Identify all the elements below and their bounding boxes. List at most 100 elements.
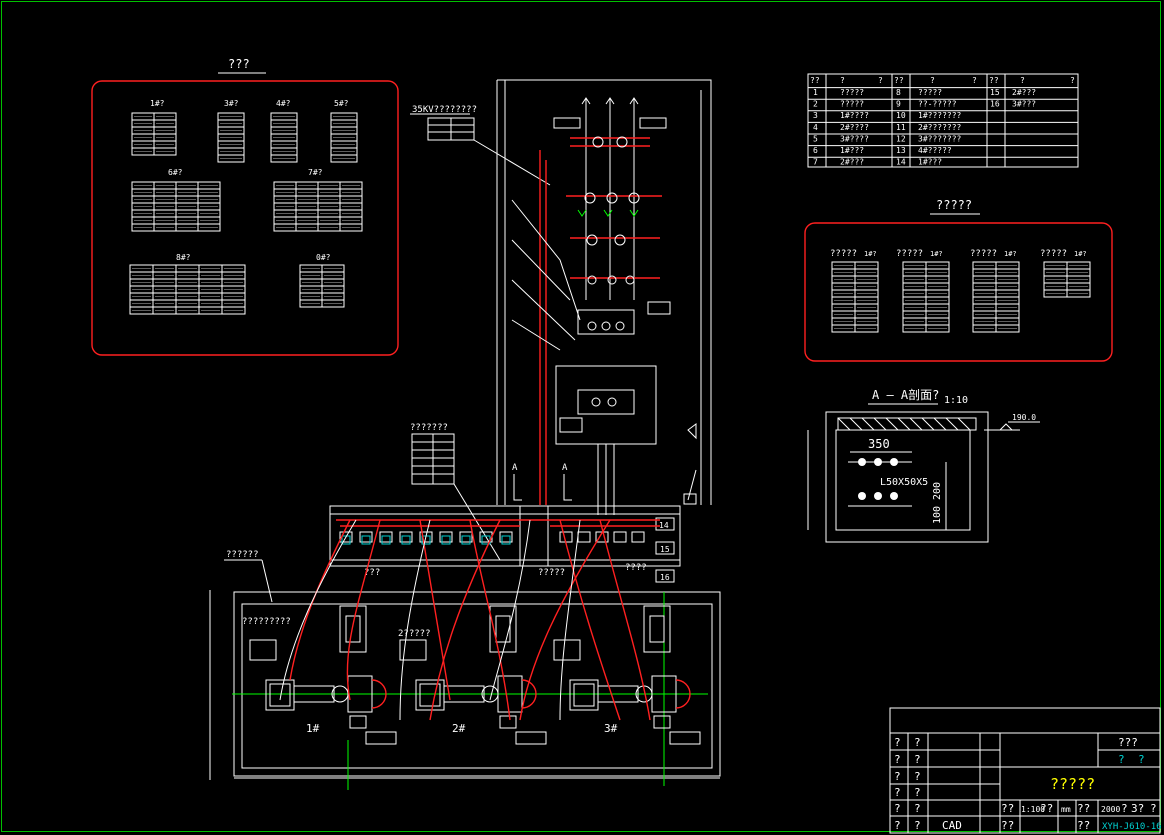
- parts-cell: 3: [813, 111, 818, 120]
- svg-text:?: ?: [914, 753, 921, 766]
- left-label: ??????: [226, 550, 259, 560]
- dim-200: 200: [932, 482, 943, 500]
- svg-text:?: ?: [914, 770, 921, 783]
- dim-100: 100: [932, 506, 943, 524]
- svg-text:?: ?: [894, 819, 901, 832]
- generator-unit-1: [249, 605, 397, 745]
- parts-header: ??: [810, 76, 820, 85]
- parts-cell: ??-?????: [918, 100, 957, 109]
- legend-panel: ??? 1#? 3#? 4#? 5#? 6#? 7#? 8#? 0#?: [91, 57, 399, 356]
- scale-value: 1:100: [1021, 805, 1045, 814]
- section-mark-left: A: [512, 463, 518, 473]
- parts-cell: 2#???: [840, 158, 864, 167]
- parts-cell: 7: [813, 158, 818, 167]
- svg-text:?: ?: [1121, 802, 1128, 815]
- group-table-1: [831, 261, 879, 333]
- parts-cell: 5: [813, 134, 818, 143]
- parts-cell: 6: [813, 146, 818, 155]
- parts-cell: 8: [896, 88, 901, 97]
- terminal-label-4: 4#?: [276, 99, 291, 108]
- unit-label-3: 3#: [604, 722, 618, 735]
- parts-cell: 9: [896, 100, 901, 109]
- terminal-table-0: [299, 264, 345, 308]
- parts-cell: 11: [896, 123, 906, 132]
- group-table-3: [972, 261, 1020, 333]
- parts-cell: 13: [896, 146, 906, 155]
- section-scale: 1:10: [944, 395, 968, 406]
- terminal-table-4: [270, 112, 298, 163]
- mid-label-1: ???: [364, 568, 380, 578]
- parts-cell: 1#???: [840, 146, 864, 155]
- hv-label: 35KV????????: [412, 105, 477, 115]
- terminal-table-8: [129, 264, 246, 315]
- svg-text:?: ?: [894, 802, 901, 815]
- terminal-label-1: 1#?: [150, 99, 165, 108]
- parts-header: ?: [930, 76, 935, 85]
- terminal-groups-panel: ????? ????? 1#? ????? 1#? ????? 1#? ????…: [804, 198, 1113, 362]
- parts-cell: ?????: [840, 100, 864, 109]
- svg-text:?: ?: [894, 736, 901, 749]
- parts-cell: 4#?????: [918, 146, 952, 155]
- parts-cell: 4: [813, 123, 818, 132]
- terminal-label-8: 8#?: [176, 253, 191, 262]
- group-table-4: [1043, 261, 1091, 298]
- dim-350: 350: [868, 437, 890, 451]
- terminal-label-6: 6#?: [168, 168, 183, 177]
- group-label-1: ?????: [830, 249, 857, 259]
- svg-text:?: ?: [894, 770, 901, 783]
- svg-text:?: ?: [1118, 753, 1125, 766]
- terminal-table-6: [131, 181, 221, 232]
- parts-cell: 1#???: [918, 158, 942, 167]
- hv-switchgear-room: 35KV????????: [410, 79, 712, 515]
- unit-label-1: 1#: [306, 722, 320, 735]
- generator-hall: ?????? ????????? ??? ????? ???? 2????? 1…: [209, 519, 721, 790]
- parts-cell: 15: [990, 88, 1000, 97]
- mid-label-2: ?????: [538, 568, 565, 578]
- group-label-3: ?????: [970, 249, 997, 259]
- svg-text:?: ?: [894, 753, 901, 766]
- mid-label-4: 2?????: [398, 629, 431, 639]
- parts-cell: 16: [990, 100, 1000, 109]
- parts-cell: 3#???: [1012, 100, 1036, 109]
- legend-title: ???: [228, 57, 250, 71]
- unit-value: mm: [1061, 805, 1071, 814]
- parts-cell: 2#????: [840, 123, 869, 132]
- parts-cell: ?????: [840, 88, 864, 97]
- unit-label-2: 2#: [452, 722, 466, 735]
- group-label-2: ?????: [896, 249, 923, 259]
- section-aa-detail: A — A剖面? 1:10 350 L50X50X5 200 100 190.0: [807, 388, 1040, 543]
- svg-text:1#?: 1#?: [930, 250, 943, 258]
- mid-label-3: ????: [625, 563, 647, 573]
- group-label-4: ?????: [1040, 249, 1067, 259]
- parts-header: ??: [989, 76, 999, 85]
- date-value: 2000: [1101, 805, 1120, 814]
- terminal-table-5: [330, 112, 358, 163]
- terminal-table-7: [273, 181, 363, 232]
- terminal-label-3: 3#?: [224, 99, 239, 108]
- generator-unit-2: [399, 605, 547, 745]
- svg-text:??: ??: [1040, 802, 1053, 815]
- drawing-title: ?????: [1050, 775, 1095, 793]
- title-top-right: ???: [1118, 736, 1138, 749]
- section-title: A — A剖面?: [872, 388, 939, 402]
- terminal-label-7: 7#?: [308, 168, 323, 177]
- parts-header: ??: [894, 76, 904, 85]
- parts-cell: ?????: [918, 88, 942, 97]
- svg-text:?: ?: [914, 802, 921, 815]
- parts-cell: 3#???????: [918, 134, 962, 143]
- svg-text:1#?: 1#?: [864, 250, 877, 258]
- svg-text:15: 15: [660, 545, 670, 554]
- cell-label: ???????: [410, 423, 448, 433]
- parts-cell: 2#???: [1012, 88, 1036, 97]
- svg-text:?: ?: [894, 786, 901, 799]
- parts-cell: 10: [896, 111, 906, 120]
- terminal-table-1: [131, 112, 177, 156]
- title-block: ? ? ? ? ? ? ? ? ? ? ? ? CAD ??? ? ? ????…: [889, 707, 1162, 834]
- drawing-number: XYH-J610-16: [1102, 822, 1162, 832]
- parts-header: ?: [972, 76, 977, 85]
- svg-text:?: ?: [914, 786, 921, 799]
- svg-text:?: ?: [1150, 802, 1157, 815]
